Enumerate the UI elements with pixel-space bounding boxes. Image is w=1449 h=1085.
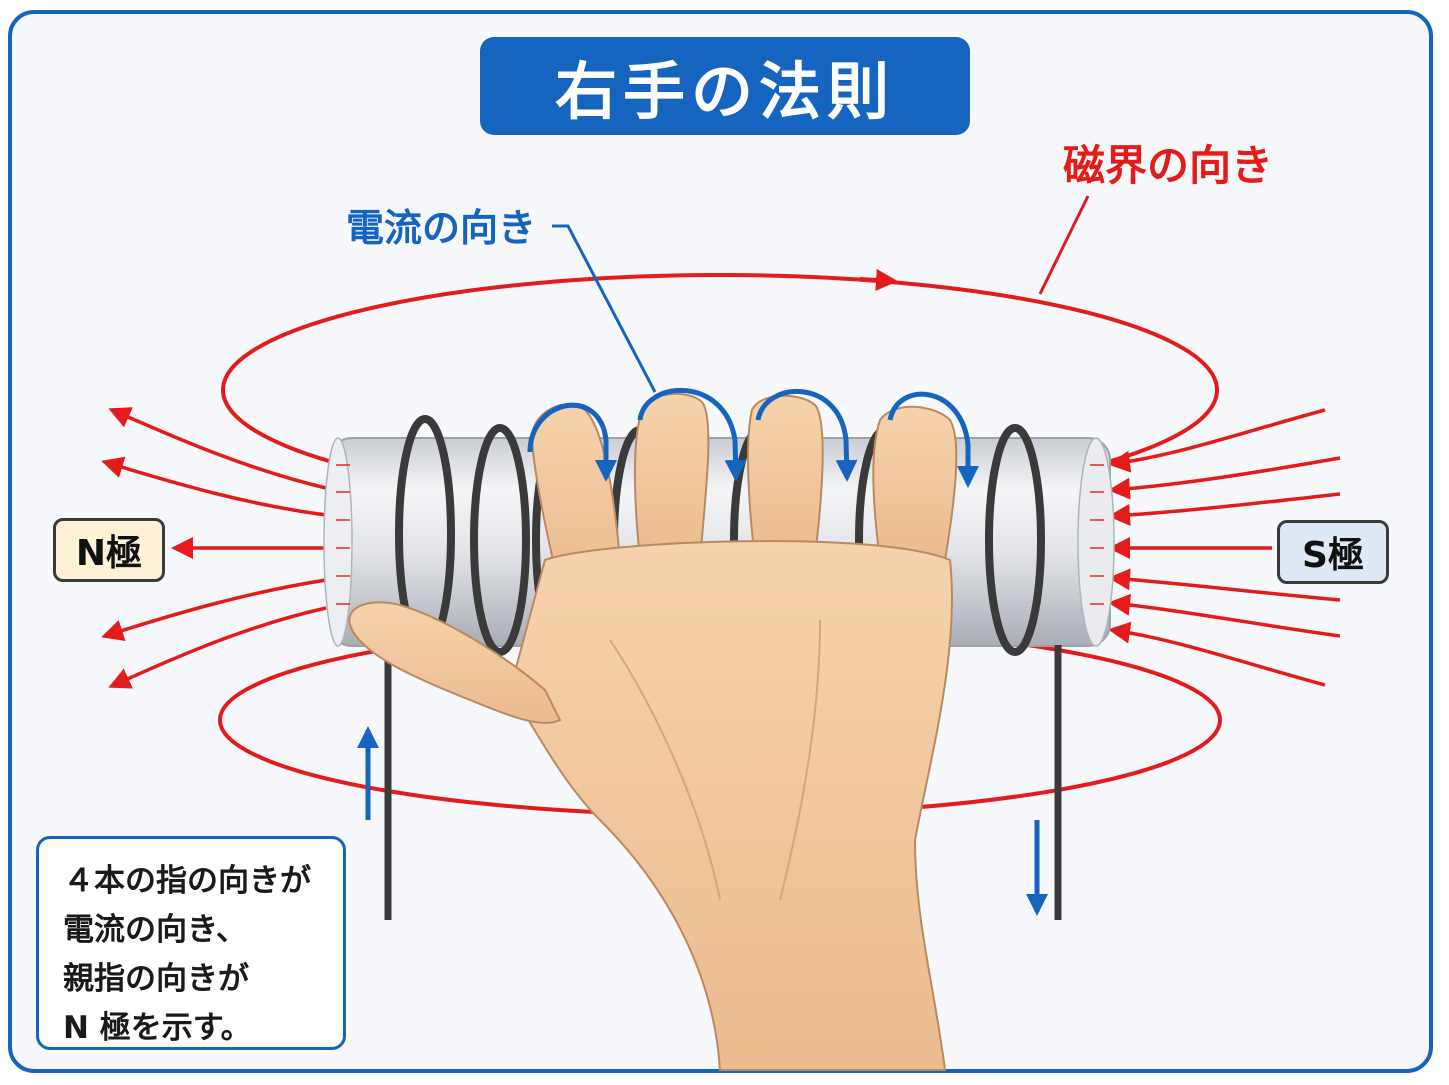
n-pole-badge: N極 bbox=[53, 518, 165, 582]
s-pole-badge: S極 bbox=[1277, 520, 1389, 584]
right-hand bbox=[348, 392, 958, 1071]
note-line: N 極を示す。 bbox=[63, 1010, 252, 1046]
field-lines-right bbox=[1108, 408, 1341, 687]
current-leader-line bbox=[552, 224, 657, 393]
field-loop-top-arrow bbox=[859, 268, 898, 291]
field-leader-line bbox=[1038, 195, 1090, 295]
core-end-ticks bbox=[336, 464, 1104, 605]
current-direction-label: 電流の向き bbox=[346, 206, 537, 250]
title-banner: 右手の法則 bbox=[480, 37, 970, 135]
note-line: 電流の向き、 bbox=[63, 912, 247, 948]
field-direction-label: 磁界の向き bbox=[1063, 141, 1274, 190]
core-end-left bbox=[323, 437, 353, 647]
explanation-note: ４本の指の向きが 電流の向き、 親指の向きが N 極を示す。 bbox=[36, 836, 346, 1050]
field-lines-left bbox=[101, 407, 327, 689]
note-line: 親指の向きが bbox=[63, 961, 249, 997]
note-line: ４本の指の向きが bbox=[63, 863, 311, 899]
page-title: 右手の法則 bbox=[554, 55, 895, 128]
finger-current-arrows bbox=[527, 388, 979, 488]
core-end-right bbox=[1077, 437, 1115, 647]
